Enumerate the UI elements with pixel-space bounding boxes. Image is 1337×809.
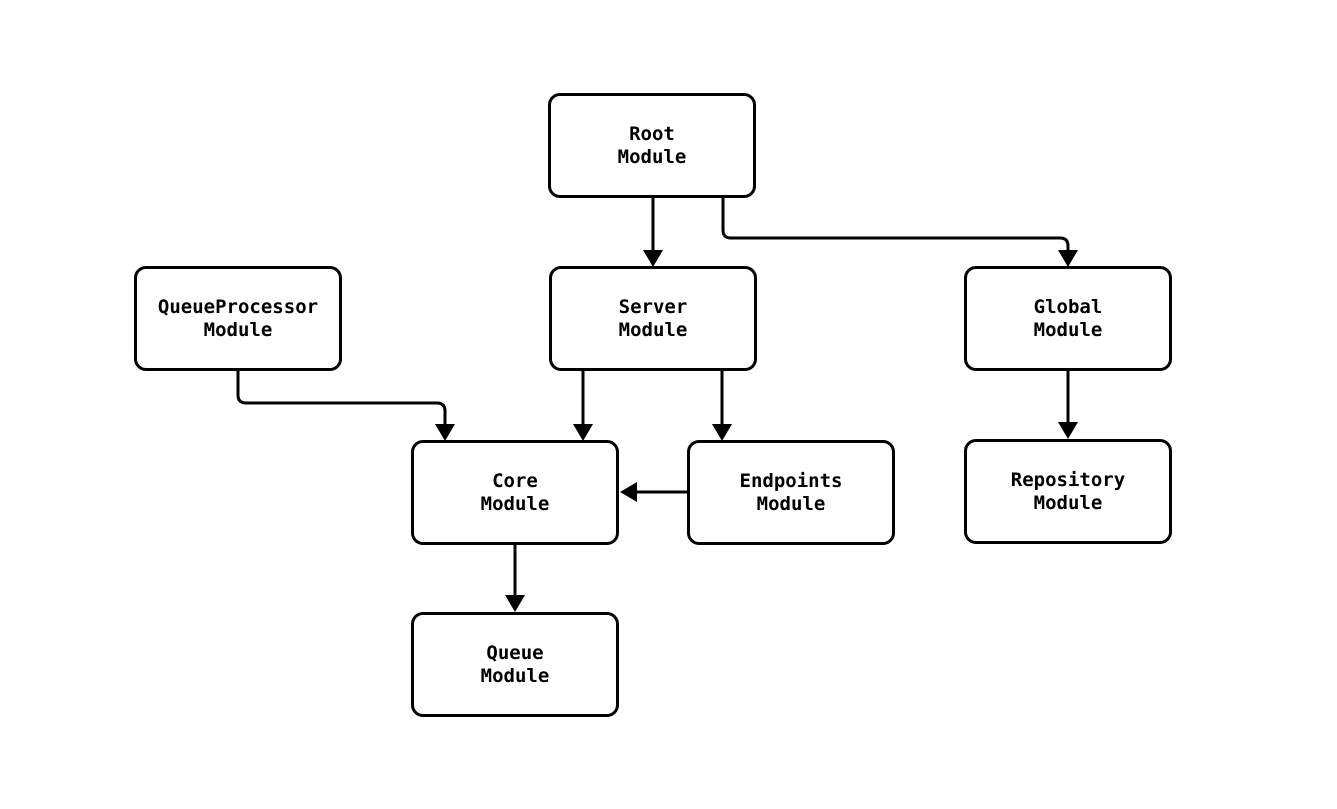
node-queue-module: Queue Module — [411, 612, 619, 717]
node-root-module: Root Module — [548, 93, 756, 198]
node-server-module: Server Module — [549, 266, 757, 371]
arrowhead-endpoints-to-core — [620, 482, 637, 502]
node-queueprocessor-module: QueueProcessor Module — [134, 266, 342, 371]
arrowhead-server-to-core — [573, 424, 593, 441]
arrowhead-queueprocessor-to-core — [435, 424, 455, 441]
edge-root-to-global — [721, 198, 1070, 251]
arrowhead-root-to-server — [643, 250, 663, 267]
arrowhead-global-to-repository — [1058, 422, 1078, 439]
arrowhead-server-to-endpoints — [712, 424, 732, 441]
node-endpoints-module: Endpoints Module — [687, 440, 895, 545]
node-repository-module: Repository Module — [964, 439, 1172, 544]
node-core-module: Core Module — [411, 440, 619, 545]
arrowhead-root-to-global — [1058, 250, 1078, 267]
arrowhead-core-to-queue — [505, 595, 525, 612]
edge-queueprocessor-to-core — [236, 371, 447, 425]
node-global-module: Global Module — [964, 266, 1172, 371]
